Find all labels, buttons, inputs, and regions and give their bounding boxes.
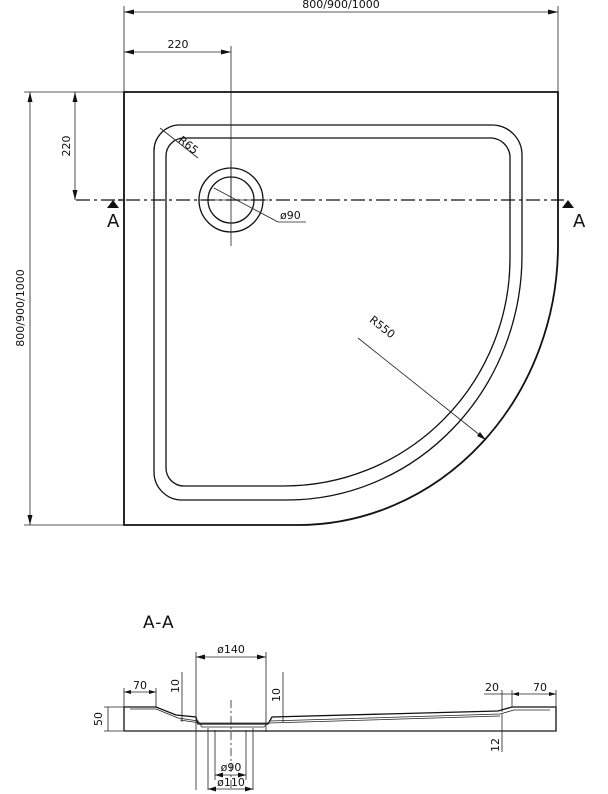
drain-pipe-label: ø110 [217, 776, 245, 789]
rim-width-right-label: 70 [533, 681, 547, 694]
rim-width-left-label: 70 [133, 679, 147, 692]
height-label: 50 [92, 712, 105, 726]
overall-width-label: 800/900/1000 [302, 0, 379, 11]
drain-hole-label: ø90 [221, 761, 242, 774]
section-view: A-A ø140 ø90 ø110 70 10 [92, 613, 557, 792]
section-profile-inner [130, 708, 550, 728]
drain-offset-x-label: 220 [168, 38, 189, 51]
drain-outer-label: ø140 [217, 643, 245, 656]
wall-right-label: 10 [270, 688, 283, 702]
plan-view: A A 800/900/1000 220 800/900/1000 220 R6… [14, 0, 586, 526]
section-arrow-left [107, 200, 119, 208]
wall-left-label: 10 [169, 679, 182, 693]
section-arrow-right [562, 200, 574, 208]
drain-diameter-label: ø90 [280, 209, 301, 222]
corner-radius-leader [159, 127, 199, 159]
drain-diameter-leader [213, 187, 279, 223]
tray-outline [123, 91, 559, 526]
step-right-label: 20 [485, 681, 499, 694]
tray-basin [165, 137, 511, 487]
arc-radius-label: R550 [367, 313, 398, 341]
corner-radius-label: R65 [176, 133, 201, 157]
depth-label: 12 [489, 738, 502, 752]
drain-offset-y-label: 220 [60, 136, 73, 157]
tray-inner-rim [153, 124, 523, 501]
arc-radius-leader [357, 337, 487, 441]
overall-height-label: 800/900/1000 [14, 269, 27, 346]
section-title: A-A [143, 613, 175, 633]
section-marker-left: A [107, 211, 120, 232]
section-marker-right: A [573, 211, 586, 232]
